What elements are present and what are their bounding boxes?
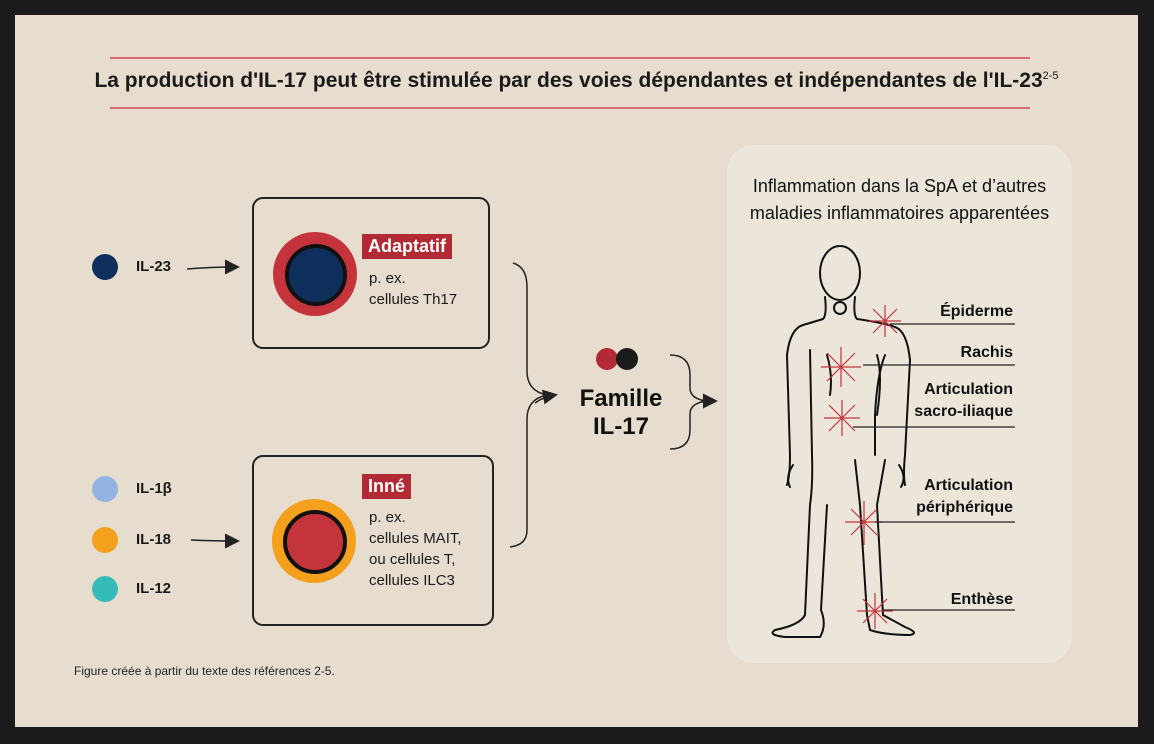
il1b-label: IL-1β — [136, 480, 172, 497]
site-sacro-iliaque: Articulation sacro-iliaque — [914, 381, 1013, 420]
il12-dot — [92, 576, 118, 602]
leader-lines — [853, 323, 1015, 611]
starburst-sacro — [824, 400, 860, 436]
innate-tag: Inné — [362, 474, 412, 499]
brace-arrow — [534, 389, 558, 405]
footnote: Figure créée à partir du texte des référ… — [74, 664, 335, 678]
starburst-enthese — [857, 593, 893, 629]
diagram-canvas: La production d'IL-17 peut être stimulée… — [15, 15, 1138, 727]
il18-arrow — [190, 533, 240, 549]
adaptive-tag: Adaptatif — [362, 234, 452, 259]
inflammation-heading: Inflammation dans la SpA et d’autres mal… — [749, 176, 1050, 223]
brace-connector — [509, 262, 548, 548]
site-rachis: Rachis — [960, 344, 1013, 361]
family-dot-red — [596, 348, 618, 370]
family-label: Famille IL-17 — [579, 385, 663, 440]
il23-label: IL-23 — [136, 258, 172, 275]
il1b-dot — [92, 476, 118, 502]
body-silhouette — [771, 245, 915, 638]
adaptive-box — [252, 197, 490, 349]
adaptive-text: p. ex. cellules Th17 — [369, 270, 458, 308]
diagram-lines — [92, 57, 1072, 663]
inflammation-panel — [727, 145, 1072, 663]
il23-dot — [92, 254, 118, 280]
il23-arrow — [186, 259, 240, 275]
innate-text: p. ex. cellules MAIT, ou cellules T, cel… — [369, 509, 462, 589]
page-title: La production d'IL-17 peut être stimulée… — [94, 69, 1059, 92]
family-dot-black — [616, 348, 638, 370]
il18-label: IL-18 — [136, 531, 172, 548]
site-enthese: Enthèse — [950, 591, 1013, 608]
il18-dot — [92, 527, 118, 553]
adaptive-cell-inner — [285, 244, 347, 306]
starburst-rachis — [821, 347, 861, 387]
site-epiderme: Épiderme — [940, 303, 1013, 320]
site-peripherique: Articulation périphérique — [916, 477, 1013, 516]
starburst-epiderme — [869, 305, 901, 337]
innate-cell-inner — [283, 510, 347, 574]
innate-box — [252, 455, 494, 626]
il12-label: IL-12 — [136, 580, 172, 597]
